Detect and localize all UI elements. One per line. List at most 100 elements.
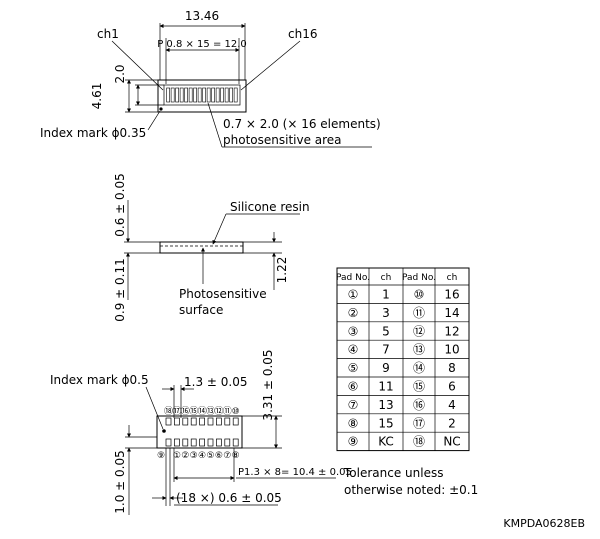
ch16-label: ch16 [288,27,317,41]
bottom-index-mark-dot [162,429,166,433]
pad [224,438,231,447]
photosensitive-element [175,87,180,103]
photosensitive-element [188,87,193,103]
element-spec-line1: 0.7 × 2.0 (× 16 elements) [223,117,381,131]
table-cell: 11 [378,380,393,394]
table-cell: 8 [448,361,456,375]
photosensitive-element [202,87,207,103]
tolerance-line2: otherwise noted: ±0.1 [344,483,478,497]
table-cell: 10 [444,343,459,357]
table-cell: 6 [448,380,456,394]
pad [190,438,197,447]
table-cell: ⑧ [348,416,359,430]
top-pad-row [165,417,239,426]
photosensitive-element [233,87,238,103]
pad-number: ⑰ [172,406,181,417]
ch1-label: ch1 [97,27,119,41]
dim-4-61: 4.61 [90,83,104,110]
pad-number: ⑮ [189,406,198,417]
table-cell: ⑮ [413,380,425,394]
table-cell: 13 [378,398,393,412]
photosensitive-element [224,87,229,103]
table-header: ch [447,273,458,283]
top-view: 13.46 P 0.8 × 15 = 12.0 ch1 ch16 2.0 4.6… [40,9,381,148]
pad-number: ⑬ [206,406,215,417]
index-mark-dot [159,107,163,111]
photosensitive-element [193,87,198,103]
pad-number: ⑫ [214,406,223,417]
photosensitive-element [229,87,234,103]
table-cell: 7 [382,343,390,357]
pad [165,417,172,426]
pad-number: ④ [198,451,206,461]
pitch-label: P 0.8 × 15 = 12.0 [157,39,247,50]
dim-2-0: 2.0 [113,64,127,83]
table-cell: 16 [444,288,459,302]
table-cell: ⑤ [348,361,359,375]
element-spec-line2: photosensitive area [223,133,342,147]
table-cell: 2 [448,416,456,430]
side-view: 0.6 ± 0.05 0.9 ± 0.11 1.22 Silicone resi… [113,173,310,322]
photosensitive-element [184,87,189,103]
photosensitive-element [206,87,211,103]
table-header: Pad No. [402,273,436,283]
table-cell: 1 [382,288,390,302]
bottom-dim-right: 3.31 ± 0.05 [261,349,275,420]
table-header: ch [381,273,392,283]
bottom-dim-left: 1.0 ± 0.05 [113,450,127,514]
table-cell: NC [443,435,460,449]
side-dim-right: 1.22 [275,257,289,284]
photosensitive-element [170,87,175,103]
pad-number: ② [181,451,189,461]
table-cell: ③ [348,324,359,338]
table-cell: KC [378,435,394,449]
table-cell: ⑬ [413,343,425,357]
pad-number: ⑱ [164,406,173,417]
pad [182,438,189,447]
pad [207,438,214,447]
pad-number: ⑩ [232,407,240,417]
photosensitive-element [166,87,171,103]
index-mark-label: Index mark ϕ0.35 [40,126,146,140]
resin-label: Silicone resin [230,200,310,214]
pad [190,417,197,426]
pad-number: ⑪ [223,406,232,417]
pad [207,417,214,426]
table-cell: ⑨ [348,435,359,449]
pad [216,438,222,447]
pad-number: ⑭ [198,406,207,417]
pad-number: ⑦ [223,451,231,461]
table-cell: ⑪ [413,306,425,320]
pad [182,417,189,426]
pad-number: ① [173,451,181,461]
pad-number: ⑯ [181,406,190,417]
pad [174,438,180,447]
surface-line1: Photosensitive [179,287,267,301]
table-cell: ④ [348,343,359,357]
table-cell: 4 [448,398,456,412]
table-cell: ⑫ [413,324,425,338]
photosensitive-element [179,87,184,103]
table-cell: ⑦ [348,398,359,412]
pad-number: ⑨ [157,451,165,461]
pad [174,417,180,426]
side-dim-top: 0.6 ± 0.05 [113,173,127,237]
photosensitive-element [215,87,220,103]
table-header: Pad No. [336,273,370,283]
table-cell: ② [348,306,359,320]
pad [199,417,205,426]
pad [165,438,172,447]
table-cell: ⑰ [413,416,425,430]
table-cell: 9 [382,361,390,375]
photosensitive-element [211,87,216,103]
surface-line2: surface [179,303,223,317]
table-cell: ⑱ [413,435,425,449]
side-dim-bottom: 0.9 ± 0.11 [113,258,127,322]
pad [199,438,205,447]
pad-number: ③ [190,451,198,461]
pad [224,417,231,426]
